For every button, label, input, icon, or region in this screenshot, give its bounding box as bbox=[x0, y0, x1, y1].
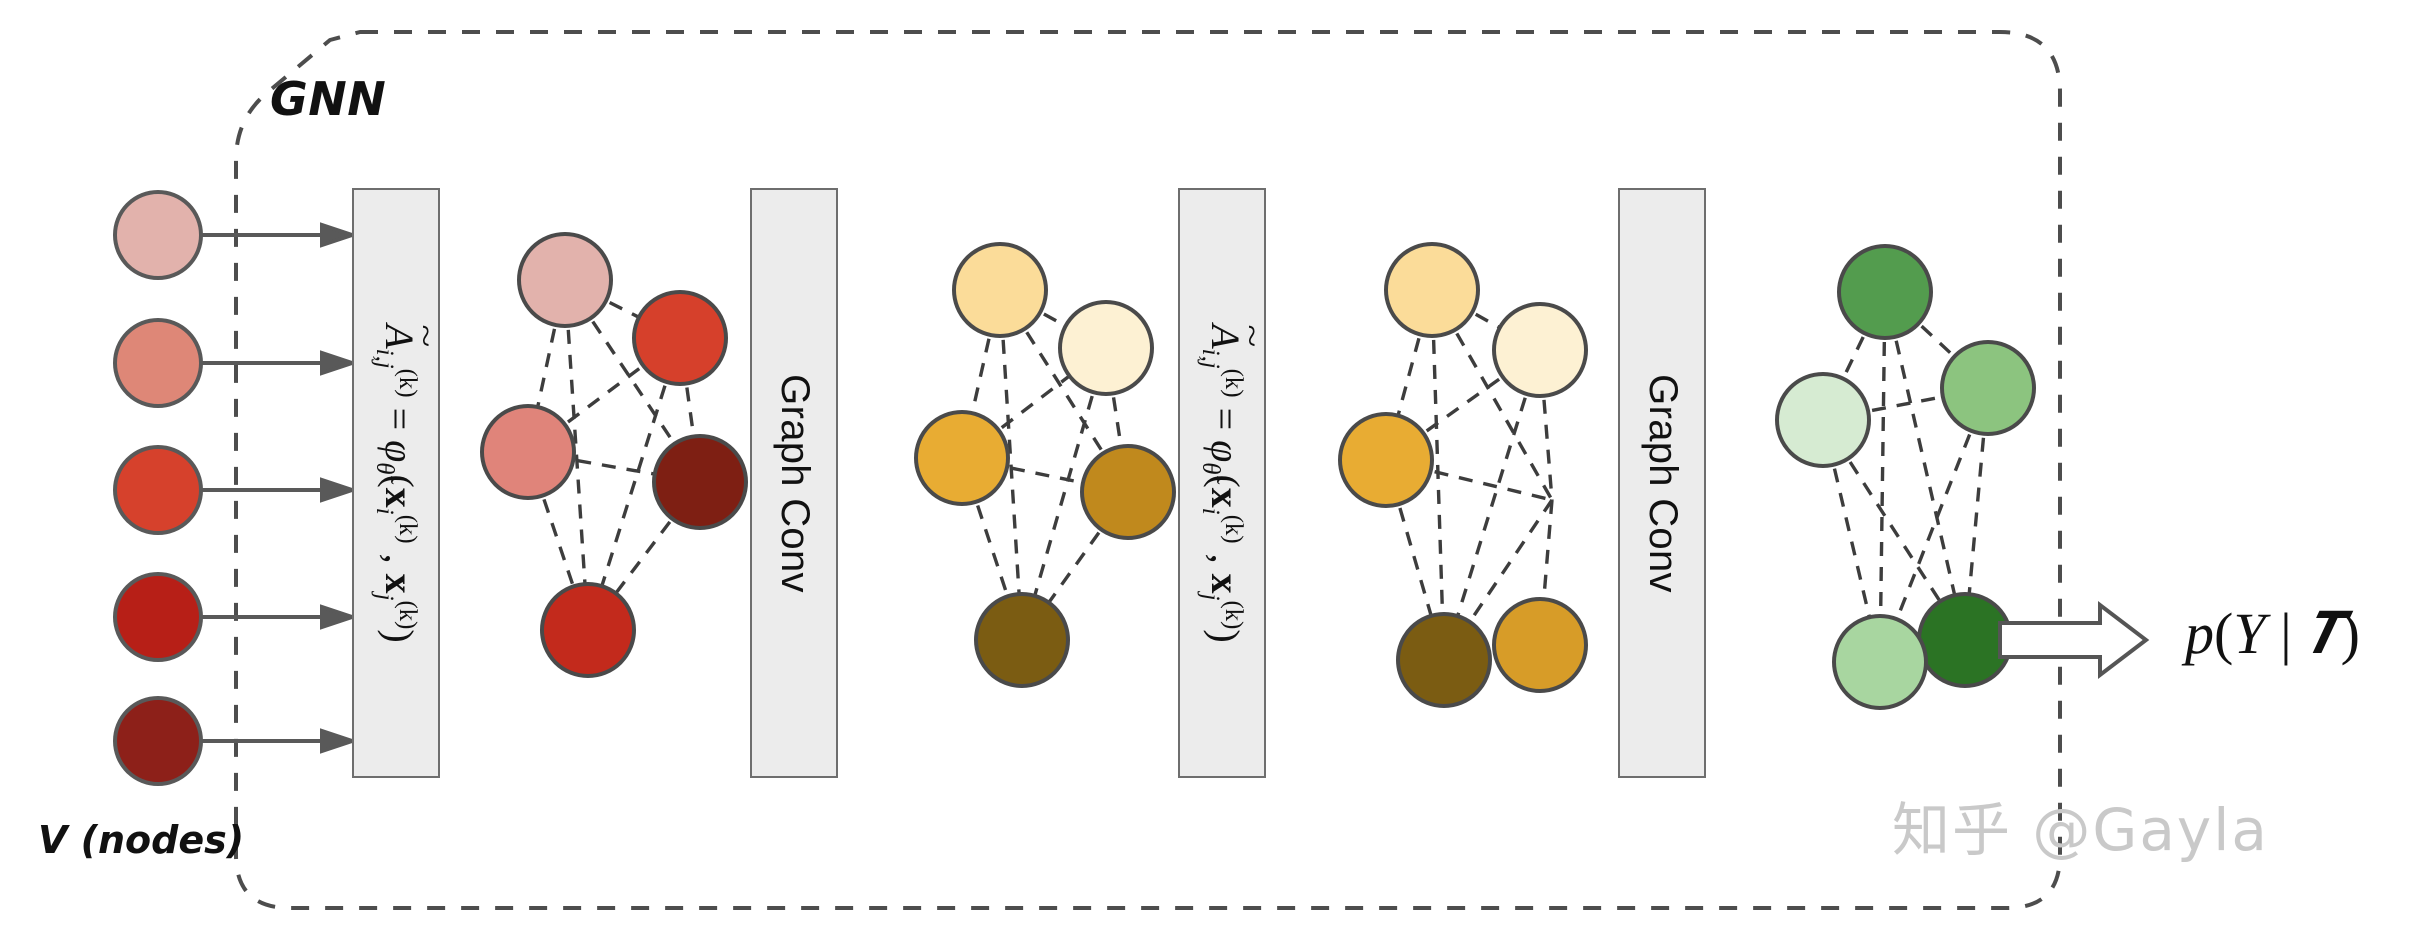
input-arrow-5 bbox=[200, 728, 359, 754]
graph-conv-2[interactable]: Graph Conv bbox=[1618, 188, 1706, 778]
graph-node bbox=[974, 592, 1070, 688]
graph-node bbox=[1492, 302, 1588, 398]
input-arrow-2 bbox=[200, 350, 359, 376]
graph-node bbox=[1058, 300, 1154, 396]
input-node-1 bbox=[113, 190, 203, 280]
graph-conv-1-label: Graph Conv bbox=[772, 373, 817, 593]
edge-block-1[interactable]: Ai,j(k) = φθ̃(xi(k) , xj(k)) bbox=[352, 188, 440, 778]
graph-conv-1[interactable]: Graph Conv bbox=[750, 188, 838, 778]
graph-node bbox=[632, 290, 728, 386]
output-label: p(Y | 𝑻) bbox=[2185, 601, 2360, 666]
graph-green-nodes bbox=[1775, 244, 2036, 710]
input-node-4 bbox=[113, 572, 203, 662]
graph-conv-2-label: Graph Conv bbox=[1640, 373, 1685, 593]
graph-node bbox=[914, 410, 1010, 506]
graph-node bbox=[1917, 592, 2013, 688]
graph-node bbox=[1832, 614, 1928, 710]
graph-node bbox=[540, 582, 636, 678]
graph-node bbox=[1492, 597, 1588, 693]
graph-red bbox=[480, 232, 748, 678]
page-title: GNN bbox=[270, 72, 387, 126]
graph-node bbox=[1940, 340, 2036, 436]
graph-yellow-2-nodes bbox=[1338, 242, 1588, 708]
input-nodes bbox=[113, 190, 203, 786]
graph-node bbox=[1396, 612, 1492, 708]
graph-yellow bbox=[914, 242, 1176, 688]
graph-node bbox=[1775, 372, 1871, 468]
graph-node bbox=[952, 242, 1048, 338]
gnn-boundary bbox=[234, 30, 2062, 910]
edge-block-2-formula: Ai,j(k) = φθ̃(xi(k) , xj(k)) bbox=[1196, 324, 1249, 643]
input-node-3 bbox=[113, 445, 203, 535]
input-arrow-4 bbox=[200, 604, 359, 630]
graph-yellow-nodes bbox=[914, 242, 1176, 688]
input-label: V (nodes) bbox=[38, 818, 245, 862]
output-arrow bbox=[1998, 600, 2150, 680]
edge-block-2[interactable]: Ai,j(k) = φθ̃(xi(k) , xj(k)) bbox=[1178, 188, 1266, 778]
graph-green bbox=[1775, 244, 2036, 710]
graph-node bbox=[480, 404, 576, 500]
graph-red-nodes bbox=[480, 232, 748, 678]
input-node-5 bbox=[113, 696, 203, 786]
input-arrow-1 bbox=[200, 222, 359, 248]
input-arrows bbox=[200, 222, 359, 754]
edge-block-1-formula: Ai,j(k) = φθ̃(xi(k) , xj(k)) bbox=[370, 324, 423, 643]
graph-yellow-2 bbox=[1338, 242, 1588, 708]
graph-node bbox=[1338, 412, 1434, 508]
input-arrow-3 bbox=[200, 477, 359, 503]
watermark: 知乎 @Gayla bbox=[1892, 796, 2269, 864]
graph-node bbox=[1080, 444, 1176, 540]
graph-node bbox=[1384, 242, 1480, 338]
graph-node bbox=[1837, 244, 1933, 340]
graph-node bbox=[517, 232, 613, 328]
graph-node bbox=[652, 434, 748, 530]
input-node-2 bbox=[113, 318, 203, 408]
